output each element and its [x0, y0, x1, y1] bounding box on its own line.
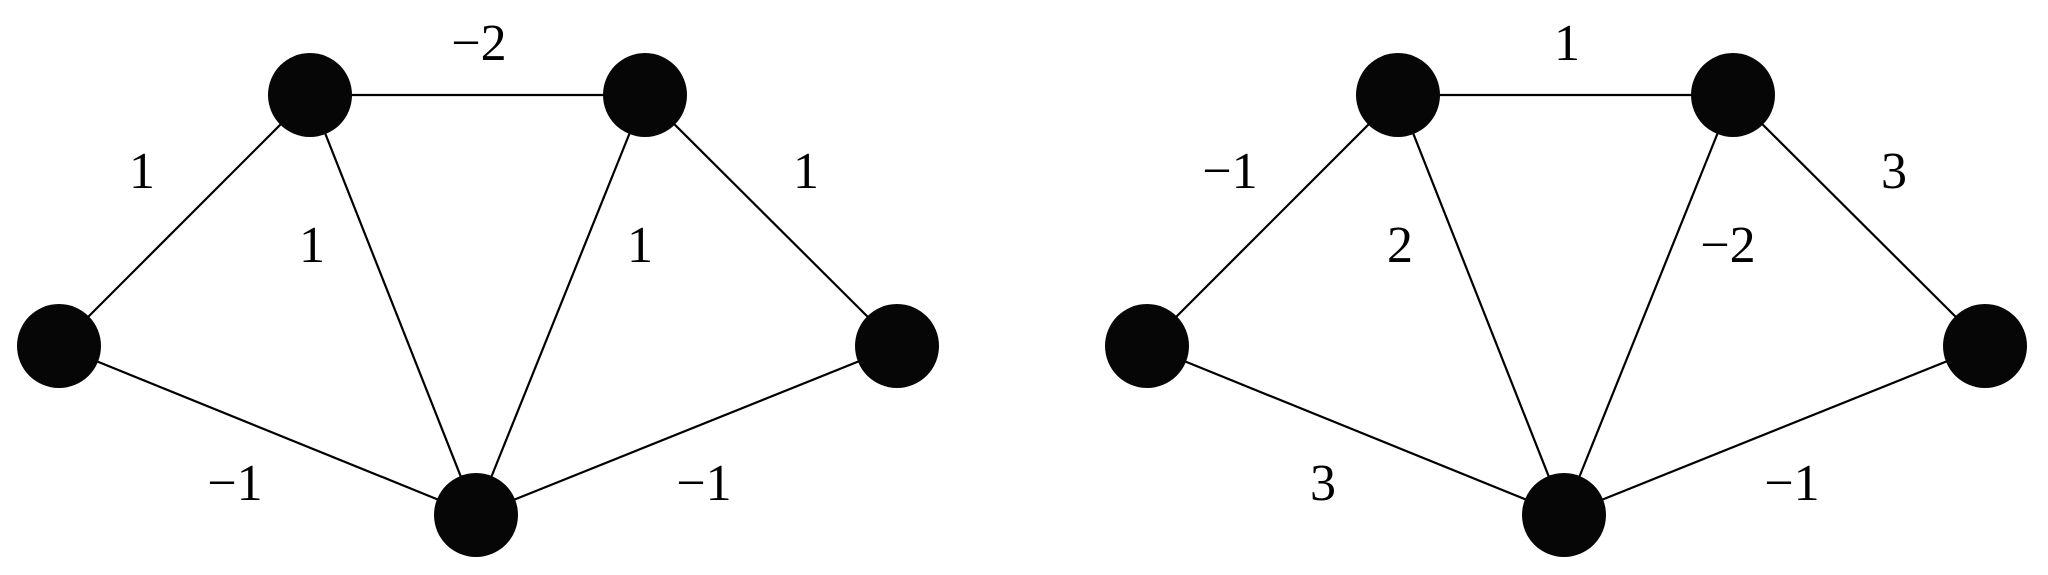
graph-edge [95, 360, 440, 501]
graph-node [1522, 473, 1606, 557]
graph-edge [1760, 122, 1958, 319]
edge-weight-label: −2 [451, 15, 506, 72]
edge-weight-label: −1 [1764, 455, 1819, 512]
edge-weight-label: 2 [1387, 217, 1413, 274]
graph-node [17, 304, 101, 388]
graph-node [1105, 304, 1189, 388]
graph-edge [1600, 359, 1949, 502]
edge-weight-label: 1 [299, 217, 325, 274]
graph-node [603, 53, 687, 137]
graph-edge [1577, 131, 1720, 479]
edge-weight-label: −1 [207, 455, 262, 512]
edge-weight-labels-layer: −2 1 1 1 1 −1 −1 1 −1 2 −2 3 3 −1 [129, 15, 1907, 512]
graph-node [1943, 304, 2027, 388]
graph-edge [86, 122, 283, 319]
graph-node [855, 304, 939, 388]
graph-edge [1174, 122, 1371, 319]
edges-layer [86, 93, 1958, 502]
edge-weight-label: 3 [1881, 143, 1907, 200]
graph-node [434, 473, 518, 557]
graph-edge [1411, 131, 1551, 479]
edge-weight-label: −2 [1700, 217, 1755, 274]
graph-edge [323, 131, 463, 479]
graph-node [268, 53, 352, 137]
graph-edge [1183, 360, 1528, 501]
nodes-layer [17, 53, 2027, 557]
edge-weight-label: 1 [1554, 15, 1580, 72]
graph-edge [512, 359, 861, 502]
graph-node [1356, 53, 1440, 137]
graph-edge [672, 122, 870, 319]
edge-weight-label: 1 [627, 217, 653, 274]
graph-node [1691, 53, 1775, 137]
edge-weight-label: −1 [676, 455, 731, 512]
edge-weight-label: 3 [1310, 455, 1336, 512]
graph-edge [489, 131, 632, 479]
edge-weight-label: 1 [129, 143, 155, 200]
edge-weight-label: −1 [1202, 143, 1257, 200]
edge-weight-label: 1 [793, 143, 819, 200]
